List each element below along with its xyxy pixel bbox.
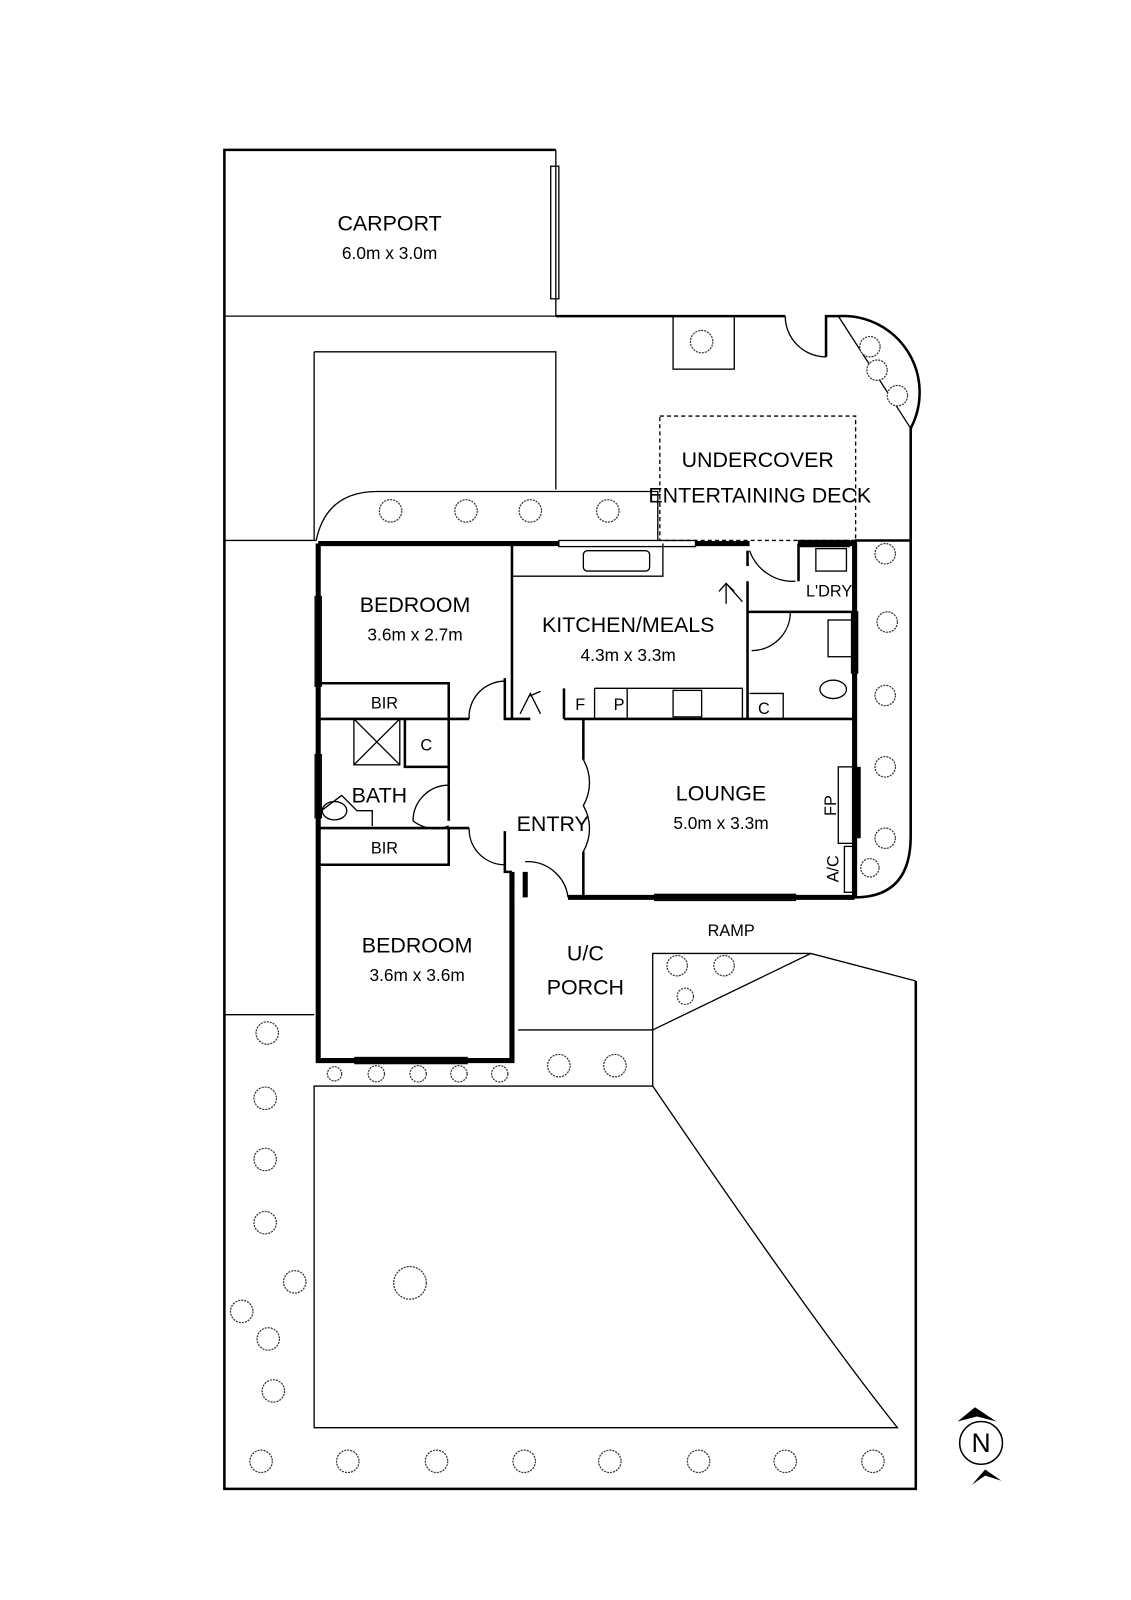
shrub-icon xyxy=(424,1449,449,1474)
carport-label: CARPORT xyxy=(337,211,441,235)
shrub-icon xyxy=(547,1053,571,1078)
vanity xyxy=(827,619,854,658)
shrub-icon xyxy=(253,1210,278,1235)
shrub-icon xyxy=(874,756,897,778)
shrub-icon xyxy=(874,827,897,850)
shrub-icon xyxy=(860,858,880,878)
shrub-icon xyxy=(666,954,688,977)
linen-cupboard-label: C xyxy=(420,737,432,755)
lot-boundary xyxy=(223,148,918,1491)
compass-label: N xyxy=(971,1428,990,1458)
laundry-label: L'DRY xyxy=(806,583,852,601)
shrub-icon xyxy=(773,1449,798,1474)
entry-label: ENTRY xyxy=(517,812,589,836)
stair-arrow-icon xyxy=(519,690,542,715)
bedroom2-size: 3.6m x 3.6m xyxy=(369,965,464,985)
shrub-icon xyxy=(282,1270,307,1294)
deck-label-line2: ENTERTAINING DECK xyxy=(648,484,872,508)
porch-label-line2: PORCH xyxy=(547,975,624,999)
shrub-icon xyxy=(689,329,714,354)
fireplace-hearth xyxy=(837,766,854,845)
shrub-icon xyxy=(859,335,881,358)
shrub-icon xyxy=(676,987,695,1006)
shower xyxy=(353,718,401,766)
bedroom1-label: BEDROOM xyxy=(360,593,471,617)
aircon-label: A/C xyxy=(824,855,842,882)
shrub-icon xyxy=(409,1065,427,1083)
kitchen-sink xyxy=(582,550,651,572)
bedroom2-window xyxy=(354,1056,468,1065)
shrub-icon xyxy=(450,1065,468,1083)
kitchen-cupboard-label: C xyxy=(758,700,770,718)
shrub-icon xyxy=(393,1265,427,1300)
bir2-label: BIR xyxy=(371,840,398,858)
shrub-icon xyxy=(874,684,897,707)
shrub-icon xyxy=(603,1053,627,1078)
kitchen-label: KITCHEN/MEALS xyxy=(542,613,714,637)
house-walls xyxy=(314,539,861,1065)
shrub-icon xyxy=(253,1147,278,1172)
shrub-icon xyxy=(874,542,897,565)
shrub-icon xyxy=(378,499,403,523)
cooktop xyxy=(672,689,703,718)
bedroom1-size: 3.6m x 2.7m xyxy=(367,624,462,644)
shrub-icon xyxy=(866,359,888,381)
shrub-icon xyxy=(876,611,899,633)
bath-tub xyxy=(320,794,373,827)
shrub-icon xyxy=(255,1021,280,1045)
lounge-window xyxy=(654,893,797,902)
shrub-icon xyxy=(713,954,735,977)
bedroom1-window xyxy=(314,595,322,687)
bedroom2-label: BEDROOM xyxy=(362,933,473,957)
shrub-icon xyxy=(253,1086,278,1111)
stair-arrow-icon-2 xyxy=(718,582,743,604)
bath-label: BATH xyxy=(352,784,408,808)
shrub-icon xyxy=(518,499,543,523)
yard-outline xyxy=(313,952,916,1429)
carport-gate xyxy=(550,165,560,300)
shrub-icon xyxy=(512,1449,537,1474)
shrub-icon xyxy=(598,1449,622,1474)
bath-window xyxy=(314,753,322,819)
shrub-icon xyxy=(490,1065,509,1083)
shrub-icon xyxy=(249,1449,273,1474)
shrub-icon xyxy=(886,384,909,407)
kitchen-size: 4.3m x 3.3m xyxy=(581,645,676,665)
laundry-tub xyxy=(815,547,848,572)
lounge-size: 5.0m x 3.3m xyxy=(673,813,768,833)
shrub-icon xyxy=(335,1449,360,1474)
fridge-label: F xyxy=(575,696,585,714)
deck-label-line1: UNDERCOVER xyxy=(682,448,834,472)
shrub-icon xyxy=(861,1449,885,1474)
lounge-label: LOUNGE xyxy=(676,782,766,806)
ramp-label: RAMP xyxy=(708,922,755,940)
bir1-label: BIR xyxy=(371,695,398,713)
porch-label-line1: U/C xyxy=(567,942,604,966)
shrub-icon xyxy=(454,499,478,523)
toilet xyxy=(819,679,848,700)
north-compass-icon: N xyxy=(957,1407,1004,1485)
shrub-icon xyxy=(686,1449,711,1474)
kitchen-window xyxy=(558,539,697,548)
deck-outline xyxy=(313,314,921,899)
shrub-icon xyxy=(367,1065,386,1083)
shrub-icon xyxy=(261,1379,286,1403)
pantry-label: P xyxy=(614,696,625,714)
fireplace-label: FP xyxy=(822,795,840,816)
shrub-icon xyxy=(256,1327,281,1351)
shrub-icon xyxy=(595,499,620,523)
deck-roof-outline xyxy=(659,415,857,542)
aircon-unit xyxy=(843,845,854,893)
shrub-icon xyxy=(229,1299,254,1324)
planter-box xyxy=(672,315,735,370)
shrub-icon xyxy=(326,1066,343,1082)
carport-size: 6.0m x 3.0m xyxy=(342,243,437,263)
trees xyxy=(229,329,909,1474)
